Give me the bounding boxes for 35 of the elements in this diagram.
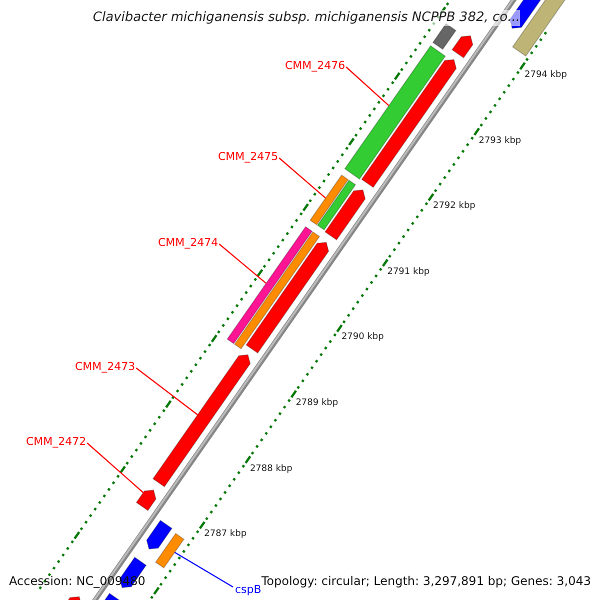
gene-label: CMM_2476 — [285, 60, 346, 72]
gene-bar — [246, 242, 330, 354]
scale-label: 2788 kbp — [250, 462, 292, 475]
gene-bar — [309, 174, 349, 226]
gene-bar — [234, 231, 320, 350]
gene-label: cspB — [235, 584, 262, 596]
gene-bar — [344, 45, 446, 180]
gene-bar — [451, 35, 474, 58]
gene-bar — [154, 532, 185, 569]
gene-bar — [146, 520, 173, 550]
gene-label: CMM_2472 — [26, 436, 86, 448]
scale-label: 2789 kbp — [296, 397, 338, 409]
genome-stats-text: Topology: circular; Length: 3,297,891 bp; Genes: 3,043 — [261, 574, 591, 588]
gene-bar — [136, 490, 156, 512]
leader-line — [174, 552, 234, 588]
scale-label: 2791 kbp — [387, 266, 430, 278]
map-title: Clavibacter michiganensis subsp. michiganensis NCPPB 382, co... — [92, 10, 520, 26]
gene-label: CMM_2475 — [218, 151, 278, 163]
leader-line — [136, 368, 198, 416]
gene-bar — [432, 22, 457, 50]
gene-bar — [316, 180, 356, 231]
gene-bar — [361, 59, 457, 188]
gene-bar — [324, 189, 366, 241]
leader-line — [86, 442, 144, 494]
scale-label: 2792 kbp — [432, 200, 476, 212]
gene-bar — [226, 226, 313, 344]
scale-label: 2794 kbp — [524, 69, 567, 81]
leader-line — [218, 244, 266, 284]
gene-label: CMM_2473 — [75, 361, 136, 373]
scale-label: 2787 kbp — [204, 528, 247, 540]
leader-line — [278, 158, 326, 198]
gene-label: CMM_2474 — [158, 237, 218, 249]
gene-bar — [152, 354, 251, 488]
scale-label: 2793 kbp — [478, 134, 522, 147]
scale-label: 2790 kbp — [341, 331, 384, 344]
